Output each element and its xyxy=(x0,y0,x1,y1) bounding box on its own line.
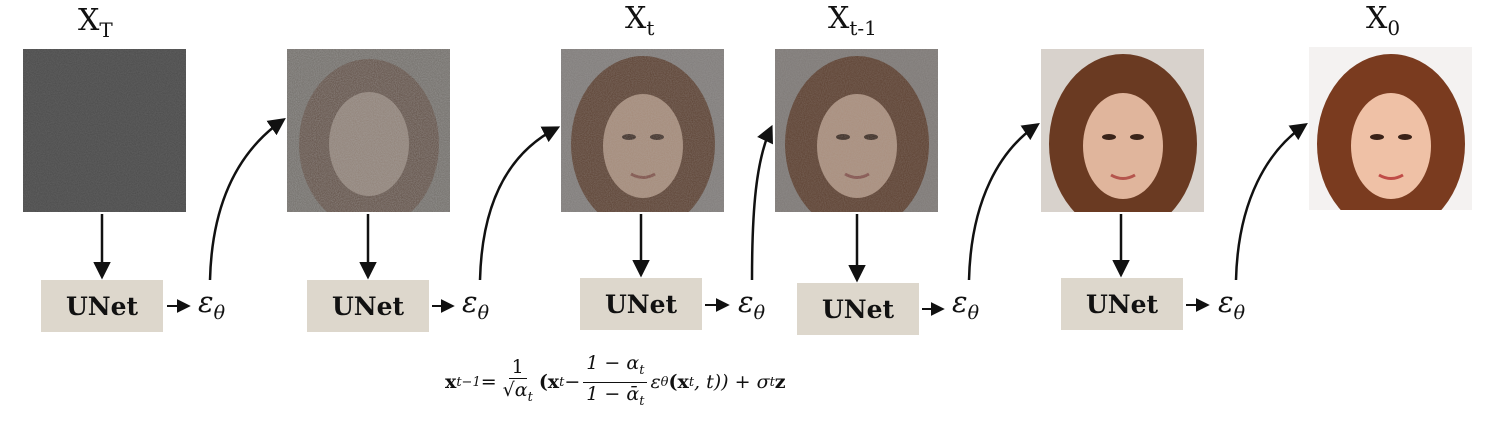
noisy-face-image-1 xyxy=(287,49,450,212)
epsilon-theta-2: εθ xyxy=(462,285,490,324)
unet-box-1: UNet xyxy=(41,280,163,332)
unet-box-2: UNet xyxy=(307,280,429,332)
xt-image xyxy=(561,49,724,212)
curve-arrow-3 xyxy=(750,124,773,281)
epsilon-theta-3: εθ xyxy=(738,285,766,324)
epsilon-theta-1: εθ xyxy=(198,285,226,324)
unet-box-4: UNet xyxy=(797,283,919,335)
formula-fraction-1: 1 √αt xyxy=(502,355,533,405)
epsilon-theta-5: εθ xyxy=(1218,285,1246,324)
x0-image xyxy=(1309,47,1472,210)
unet-box-3: UNet xyxy=(580,278,702,330)
curve-arrow-2 xyxy=(478,126,561,281)
label-xt-minus-1: Xt-1 xyxy=(828,1,877,41)
label-xt: Xt xyxy=(625,1,655,41)
noise-image xyxy=(23,49,186,212)
near-clean-face-image xyxy=(1041,49,1204,212)
curve-arrow-4 xyxy=(967,123,1040,281)
unet-box-5: UNet xyxy=(1061,278,1183,330)
curve-arrow-1 xyxy=(208,117,286,281)
xt-minus-1-image xyxy=(775,49,938,212)
epsilon-theta-4: εθ xyxy=(952,285,980,324)
label-x0: X0 xyxy=(1366,1,1401,41)
curve-arrow-5 xyxy=(1234,123,1308,281)
label-xT: XT xyxy=(78,3,113,43)
formula-fraction-2: 1 − αt 1 − ᾱt xyxy=(583,352,648,413)
